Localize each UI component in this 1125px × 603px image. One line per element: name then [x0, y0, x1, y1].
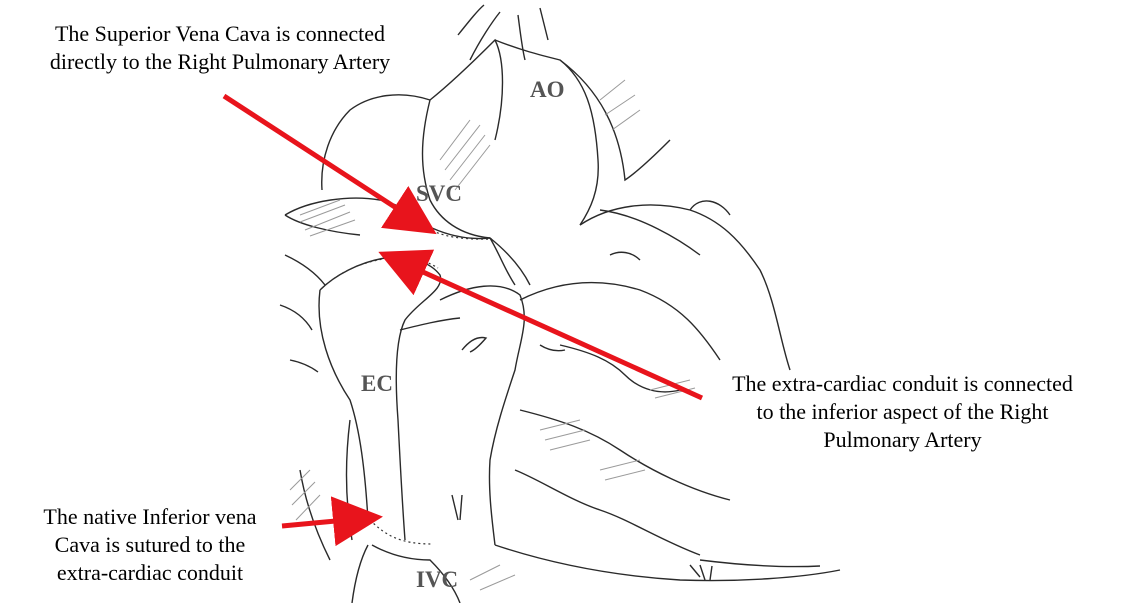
ivc-callout-text: The native Inferior vena Cava is sutured…	[0, 503, 300, 587]
ivc-callout-line-2: Cava is sutured to the	[0, 531, 300, 559]
svc-label: SVC	[416, 181, 462, 207]
extra-cardiac-conduit-label: EC	[361, 371, 393, 397]
ivc-suture-line	[370, 520, 432, 544]
ivc-callout-line-3: extra-cardiac conduit	[0, 559, 300, 587]
conduit-arrow	[392, 258, 702, 398]
svc-callout-text: The Superior Vena Cava is connected dire…	[0, 20, 440, 76]
callout-arrows	[224, 96, 702, 526]
conduit-callout-text: The extra-cardiac conduit is connected t…	[680, 370, 1125, 454]
ivc-callout-line-1: The native Inferior vena	[0, 503, 300, 531]
svc-callout-line-1: The Superior Vena Cava is connected	[0, 20, 440, 48]
aorta-label: AO	[530, 77, 565, 103]
svc-callout-line-2: directly to the Right Pulmonary Artery	[0, 48, 440, 76]
conduit-callout-line-3: Pulmonary Artery	[680, 426, 1125, 454]
conduit-callout-line-1: The extra-cardiac conduit is connected	[680, 370, 1125, 398]
ivc-label: IVC	[416, 567, 458, 593]
shading-sketch	[290, 80, 695, 590]
conduit-callout-line-2: to the inferior aspect of the Right	[680, 398, 1125, 426]
